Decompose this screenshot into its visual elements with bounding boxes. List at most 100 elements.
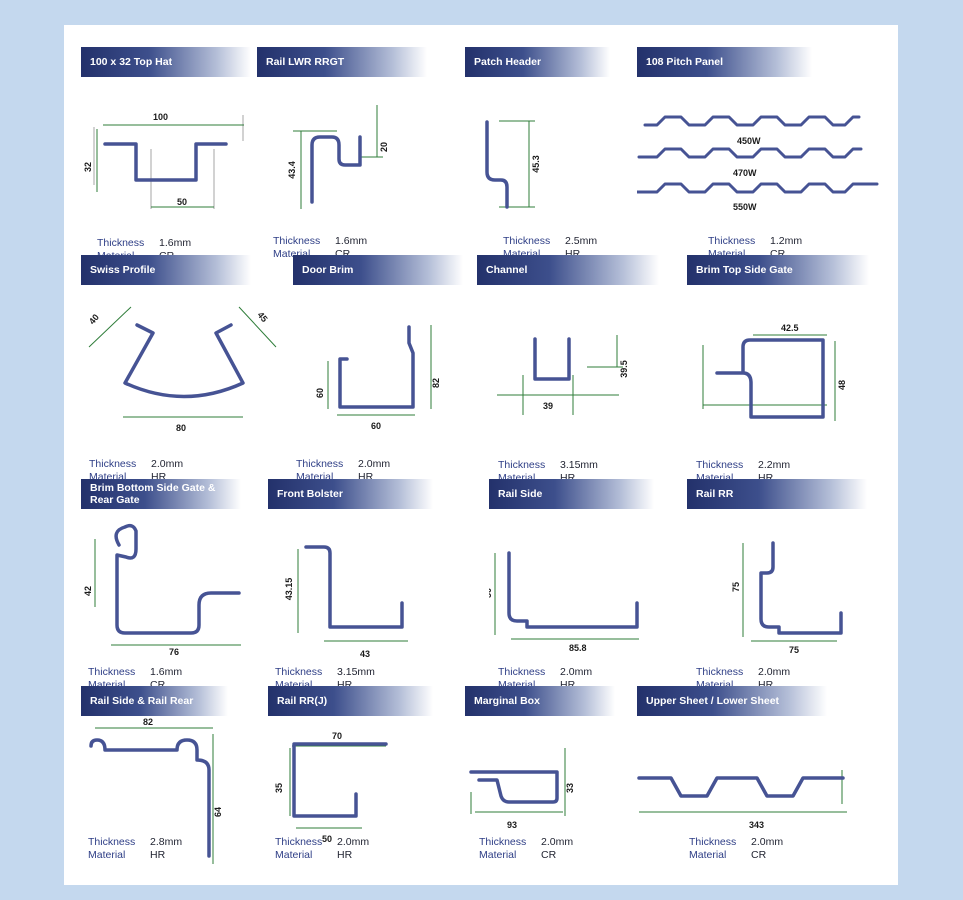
profile-title: Swiss Profile: [81, 255, 251, 285]
profile-drawing-upper-lower-sheet: 343: [637, 770, 847, 830]
profile-drawing-rail-side: 50 85.8: [489, 551, 639, 653]
dim-label: 42: [83, 586, 93, 596]
profile-drawing-top-hat: 100 32 50: [83, 112, 244, 209]
thickness-value: 1.2mm: [770, 235, 803, 247]
dim-label: 39.5: [619, 360, 629, 378]
dim-label: 70: [332, 731, 342, 741]
profile-drawing-brim-bottom-side-gate: 42 76: [83, 523, 241, 657]
dim-label: 82: [143, 717, 153, 727]
thickness-value: 3.15mm: [337, 666, 375, 678]
material-value: HR: [337, 849, 353, 861]
dim-label: 40: [87, 312, 101, 326]
profile-drawing-108-pitch-panel: 450W 470W 550W: [637, 115, 879, 212]
dim-label: 75: [789, 645, 799, 655]
profile-title: Rail RR: [687, 479, 867, 509]
profile-title: Upper Sheet / Lower Sheet: [637, 686, 827, 716]
profile-title: Marginal Box: [465, 686, 615, 716]
dim-label: 43.15: [284, 578, 294, 601]
dim-label: 20: [379, 142, 389, 152]
thickness-value: 2.0mm: [358, 458, 391, 470]
dim-label: 50: [322, 834, 332, 844]
dim-label: 43: [360, 649, 370, 659]
dim-label: 50: [489, 588, 493, 598]
dim-label: 42.5: [781, 323, 799, 333]
profile-card-108-pitch-panel: 108 Pitch Panel 450W 470W 550W Thickness…: [637, 47, 887, 260]
profile-title: Channel: [477, 255, 659, 285]
profile-drawing-door-brim: 60 82 60: [315, 325, 441, 431]
profile-title: Patch Header: [465, 47, 610, 77]
material-value: CR: [541, 849, 557, 861]
profile-drawing-patch-header: 45.3: [485, 120, 541, 209]
profile-drawing-rail-rr: 75 75: [731, 541, 843, 655]
dim-label: 80: [176, 423, 186, 433]
dim-label: 35: [274, 783, 284, 793]
thickness-value: 2.5mm: [565, 235, 598, 247]
thickness-value: 2.0mm: [751, 836, 784, 848]
profile-card-brim-bottom-side-gate: Brim Bottom Side Gate & Rear Gate 42 76 …: [81, 479, 286, 691]
thickness-value: 1.6mm: [159, 237, 192, 249]
dim-label: 45.3: [531, 155, 541, 173]
dim-label: 76: [169, 647, 179, 657]
dim-label: 39: [543, 401, 553, 411]
profile-drawing-rail-lwr-rrgt: 43.4 20: [287, 105, 389, 209]
profile-drawing-rail-rr-j: 70 35 50: [274, 731, 388, 844]
thickness-value: 2.0mm: [337, 836, 370, 848]
dim-label: 550W: [733, 202, 757, 212]
thickness-value: 2.0mm: [560, 666, 593, 678]
dim-label: 50: [177, 197, 187, 207]
profile-drawing-swiss-profile: 40 45 80: [87, 306, 277, 433]
dim-label: 82: [431, 378, 441, 388]
material-value: CR: [751, 849, 767, 861]
profile-title: Front Bolster: [268, 479, 433, 509]
profile-drawing-marginal-box: 33 93: [469, 748, 575, 830]
profile-title: Brim Top Side Gate: [687, 255, 869, 285]
dim-label: 85.8: [569, 643, 587, 653]
material-value: HR: [150, 849, 166, 861]
dim-label: 60: [315, 388, 325, 398]
thickness-value: 1.6mm: [150, 666, 183, 678]
thickness-value: 2.0mm: [151, 458, 184, 470]
dim-label: 75: [731, 582, 741, 592]
dim-label: 64: [213, 807, 223, 817]
profile-title: Rail Side: [489, 479, 654, 509]
dim-label: 45: [255, 310, 269, 324]
dim-label: 100: [153, 112, 168, 122]
thickness-value: 2.2mm: [758, 459, 791, 471]
dim-label: 343: [749, 820, 764, 830]
profile-title: Door Brim: [293, 255, 463, 285]
profile-card-brim-top-side-gate: Brim Top Side Gate 42.5 48 72 Thickness2…: [687, 255, 892, 484]
dim-label: 48: [837, 380, 847, 390]
thickness-value: 2.0mm: [541, 836, 574, 848]
dim-label: 33: [565, 783, 575, 793]
dim-label: 43.4: [287, 161, 297, 179]
thickness-value: 2.8mm: [150, 836, 183, 848]
profile-drawing-front-bolster: 43.15 43: [284, 545, 408, 659]
profile-drawing-rail-side-rail-rear: 82 64: [89, 717, 223, 864]
dim-label: 93: [507, 820, 517, 830]
profile-drawing-brim-top-side-gate: 42.5 48 72: [702, 323, 847, 421]
profile-title: Rail LWR RRGT: [257, 47, 427, 77]
dim-label: 450W: [737, 136, 761, 146]
profile-title: Rail RR(J): [268, 686, 433, 716]
thickness-value: 1.6mm: [335, 235, 368, 247]
profile-title: 100 x 32 Top Hat: [81, 47, 251, 77]
profile-drawing-channel: 39.5 39: [497, 335, 629, 415]
profile-title: Rail Side & Rail Rear: [81, 686, 228, 716]
dim-label: 60: [371, 421, 381, 431]
